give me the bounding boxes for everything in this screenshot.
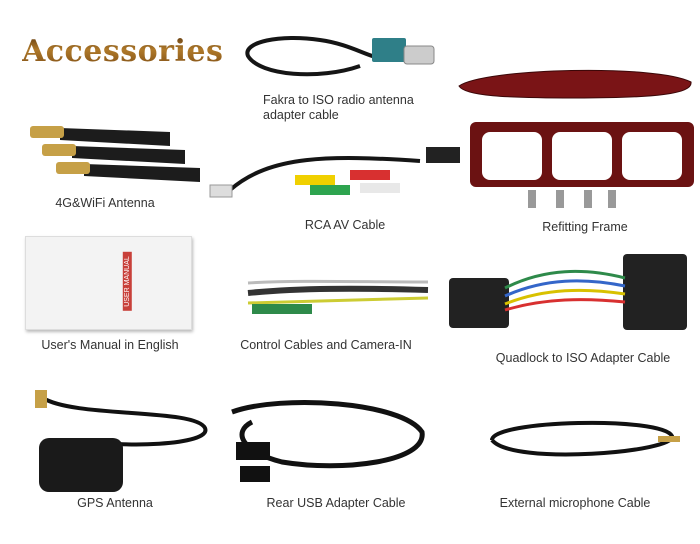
rear-usb-cable-image [231,400,425,482]
gps-antenna-image [35,390,208,492]
antenna-4g-caption: 4G&WiFi Antenna [55,196,155,210]
rear-usb-cable-caption: Rear USB Adapter Cable [266,496,406,510]
antenna-4g-image [30,126,200,182]
refitting-frame-caption: Refitting Frame [542,220,628,234]
page-title: Accessories [22,34,224,69]
user-manual-caption: User's Manual in English [41,338,179,352]
brake-light-image [458,69,692,99]
gps-antenna-caption: GPS Antenna [77,496,153,510]
user-manual-image: USER MANUAL [25,236,192,330]
rca-cable-image [209,147,460,198]
manual-cover-text: USER MANUAL [122,252,132,311]
microphone-cable-caption: External microphone Cable [499,496,651,510]
quadlock-adapter-image [449,254,687,330]
fakra-cable-caption: Fakra to ISO radio antenna adapter cable [263,93,414,122]
control-cables-image [247,279,429,314]
control-cables-caption: Control Cables and Camera-IN [240,338,412,352]
quadlock-adapter-caption: Quadlock to ISO Adapter Cable [495,351,671,365]
microphone-cable-image [490,420,680,457]
fakra-cable-image [245,36,435,77]
rca-cable-caption: RCA AV Cable [304,218,386,232]
refitting-frame-image [470,122,694,208]
